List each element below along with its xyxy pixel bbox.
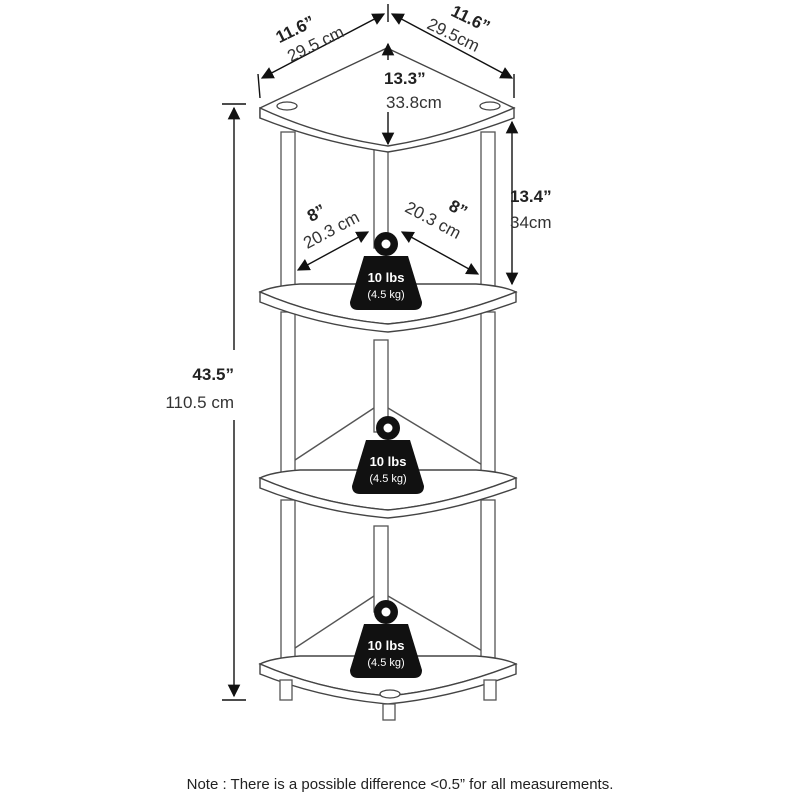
- dim-shelf-gap-inch: 13.4”: [510, 187, 552, 206]
- top-shelf: [259, 47, 516, 153]
- dim-shelf-gap-cm: 34cm: [510, 213, 552, 232]
- front-posts: [280, 131, 496, 669]
- back-post: [373, 147, 389, 613]
- dim-shelf-right-label: 8” 20.3 cm: [402, 196, 471, 243]
- weight-icon: 10 lbs (4.5 kg): [350, 232, 422, 310]
- shelf-inner-lines: [291, 407, 485, 653]
- weight-lbs: 10 lbs: [370, 454, 407, 469]
- weight-lbs: 10 lbs: [368, 270, 405, 285]
- dim-shelf-left-label: 8” 20.3 cm: [300, 201, 362, 253]
- dim-top-right-label: 11.6” 29.5cm: [424, 2, 493, 56]
- weight-icon: 10 lbs (4.5 kg): [350, 600, 422, 678]
- dim-height-inch: 43.5”: [192, 365, 234, 384]
- weight-kg: (4.5 kg): [367, 657, 404, 669]
- dim-height-cm: 110.5 cm: [165, 393, 234, 412]
- weight-icon: 10 lbs (4.5 kg): [352, 416, 424, 494]
- feet: [279, 679, 497, 721]
- weight-kg: (4.5 kg): [369, 473, 406, 485]
- measurement-note: Note : There is a possible difference <0…: [186, 776, 614, 793]
- dim-top-depth-inch: 13.3”: [384, 69, 426, 88]
- dimension-lines: [222, 4, 519, 701]
- weight-kg: (4.5 kg): [367, 289, 404, 301]
- weight-lbs: 10 lbs: [368, 638, 405, 653]
- dim-top-depth-cm: 33.8cm: [386, 93, 442, 112]
- dim-top-left-label: 11.6” 29.5 cm: [273, 12, 347, 66]
